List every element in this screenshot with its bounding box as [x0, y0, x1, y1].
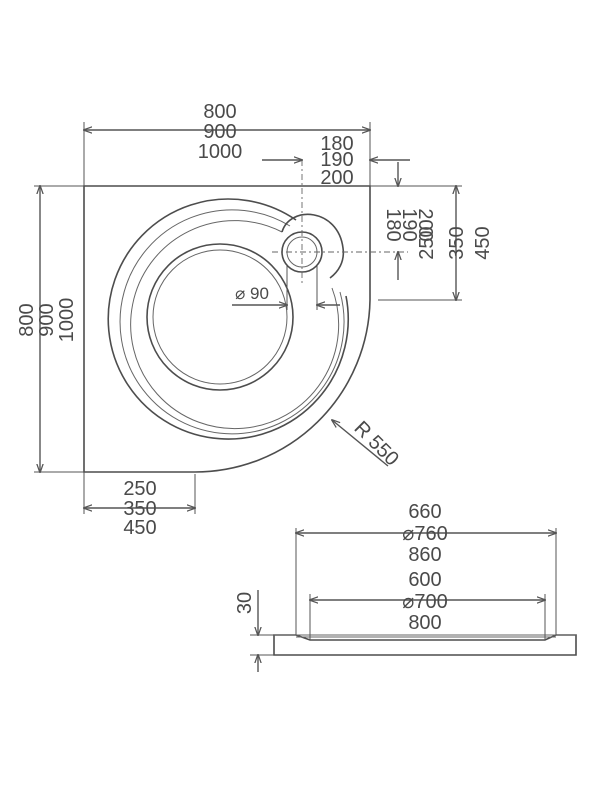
section-height-label: 30: [234, 592, 256, 614]
bowl-inner: [152, 249, 288, 385]
depth-label-1: 800: [16, 303, 38, 336]
depth-label-3: 1000: [56, 298, 78, 343]
drain-vertical-label-3: 200: [414, 208, 436, 241]
radius-label: R 550: [350, 417, 403, 470]
drain-offset-label-2: 190: [320, 149, 353, 171]
corner-bottom-label-1: 250: [123, 478, 156, 500]
width-label-2: 900: [203, 121, 236, 143]
width-label-3: 1000: [198, 141, 243, 163]
section-inner-label-3: 800: [408, 612, 441, 634]
basin-inner-ring-2: [130, 220, 340, 430]
section-outline: [273, 634, 577, 656]
section-inner-label-1: 600: [408, 569, 441, 591]
section-outer-label-3: 860: [408, 544, 441, 566]
tray-outline: [83, 185, 371, 473]
tray-section-view: [273, 634, 577, 656]
drain-offset-dimension: 180 190 200: [262, 133, 410, 189]
section-outer-dimension: 660 ⌀760 860: [296, 501, 556, 635]
basin-outer-ring: [107, 198, 349, 440]
section-inner-dimension: 600 ⌀700 800: [310, 569, 545, 640]
drain-pad: [281, 213, 345, 279]
drain-vertical-label-2: 190: [398, 208, 420, 241]
drain-vertical-label-1: 180: [382, 208, 404, 241]
depth-dimension: 800 900 1000: [16, 186, 84, 472]
drain-offset-label-3: 200: [320, 167, 353, 189]
bowl-outer: [146, 243, 294, 391]
section-outer-label-1: 660: [408, 501, 441, 523]
corner-bottom-dimension: 250 350 450: [84, 472, 195, 539]
corner-right-label-2: 350: [446, 226, 468, 259]
basin-inner-ring-1: [119, 209, 345, 435]
corner-bottom-label-2: 350: [123, 498, 156, 520]
radius-dimension: R 550: [332, 417, 403, 470]
drain-offset-label-1: 180: [320, 133, 353, 155]
depth-label-2: 900: [36, 303, 58, 336]
section-height-dimension: 30: [234, 590, 274, 672]
drain-diameter-label: ⌀ 90: [235, 284, 269, 303]
drain-diameter-dimension: ⌀ 90: [232, 266, 340, 310]
drain-vertical-dimension: 180 190 200: [370, 162, 436, 280]
section-inner-label-2: ⌀700: [402, 591, 447, 613]
tray-top-view: [83, 160, 408, 473]
corner-right-dimension: 250 350 450: [370, 186, 494, 300]
section-outer-label-2: ⌀760: [402, 523, 447, 545]
width-label-1: 800: [203, 101, 236, 123]
corner-bottom-label-3: 450: [123, 517, 156, 539]
corner-right-label-3: 450: [472, 226, 494, 259]
corner-right-label-1: 250: [416, 226, 438, 259]
